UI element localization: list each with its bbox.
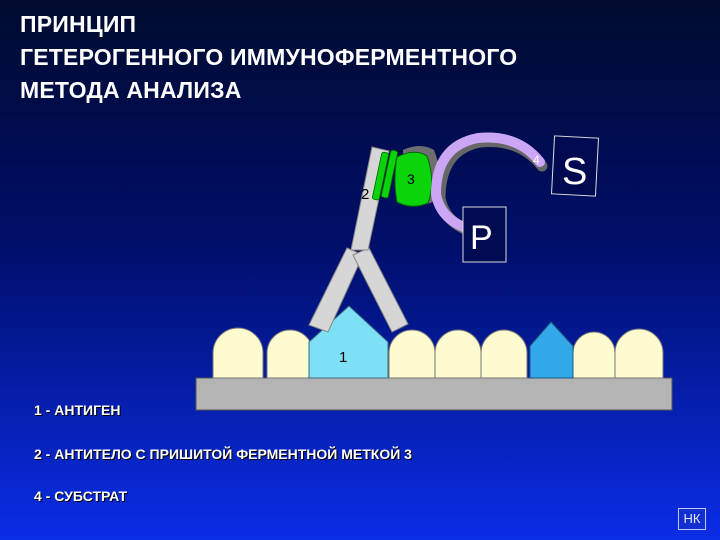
product-symbol: P — [470, 219, 493, 257]
surface-cell — [434, 329, 482, 379]
surface-cell — [266, 329, 314, 379]
antigen-shape — [308, 305, 389, 379]
nk-nav-button[interactable]: НК — [678, 508, 706, 530]
antibody-shape — [308, 146, 409, 333]
antibody-label: 2 — [361, 186, 369, 203]
title-line-2: ГЕТЕРОГЕННОГО ИММУНОФЕРМЕНТНОГО — [20, 44, 518, 70]
antigen-small-shape — [529, 321, 574, 379]
antigen-label: 1 — [339, 349, 347, 366]
reaction-arrow — [430, 132, 545, 233]
legend-antibody: 2 - АНТИТЕЛО С ПРИШИТОЙ ФЕРМЕНТНОЙ МЕТКО… — [34, 446, 412, 462]
product-box — [462, 206, 507, 263]
page-title: ПРИНЦИП ГЕТЕРОГЕННОГО ИММУНОФЕРМЕНТНОГО … — [20, 8, 517, 107]
enzyme-label: 3 — [407, 171, 415, 187]
surface-cell — [572, 331, 616, 379]
solid-surface — [195, 377, 673, 411]
title-line-1: ПРИНЦИП — [20, 11, 137, 37]
substrate-symbol: S — [562, 151, 587, 193]
surface-cell — [614, 328, 664, 379]
title-line-3: МЕТОДА АНАЛИЗА — [20, 77, 242, 103]
enzyme-link-stripes — [372, 149, 398, 201]
surface-cell — [212, 327, 264, 379]
surface-cell — [388, 329, 436, 379]
legend-substrate: 4 - СУБСТРАТ — [34, 488, 128, 504]
surface-cell — [480, 329, 528, 379]
surface-cells — [212, 327, 664, 379]
legend-antigen: 1 - АНТИГЕН — [34, 402, 121, 418]
enzyme-shape — [394, 151, 433, 207]
substrate-number-label: 4 — [533, 153, 540, 167]
substrate-box — [550, 135, 600, 197]
